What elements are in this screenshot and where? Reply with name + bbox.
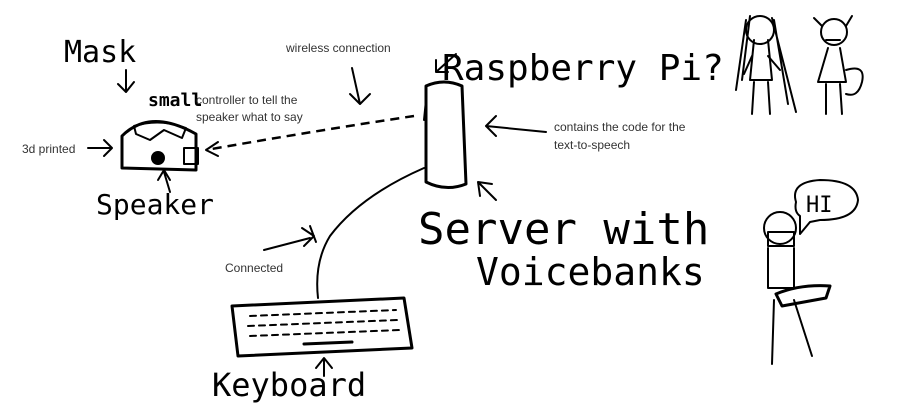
mask-drawing [120, 120, 199, 172]
keyboard-drawing [230, 296, 414, 358]
3d-printed-label: 3d printed [22, 142, 75, 156]
server-pointer-arrow [485, 115, 547, 137]
speech-bubble-text: HI [806, 193, 833, 218]
keyboard-arrow [315, 357, 333, 377]
speech-bubble [794, 179, 859, 235]
server-edge-mark [423, 99, 427, 121]
small-label: small [148, 90, 202, 111]
3d-printed-arrow [87, 139, 113, 157]
speaker-label: Speaker [96, 188, 214, 221]
contains-code-label-line2: text-to-speech [554, 138, 630, 152]
connected-arrow [263, 225, 317, 251]
mask-arrow [117, 69, 135, 93]
wireless-connection-label: wireless connection [285, 41, 391, 55]
character-left [735, 15, 797, 115]
person-drawing [763, 211, 832, 365]
server-label-arrow [477, 181, 497, 201]
connected-label: Connected [225, 261, 283, 275]
mask-label: Mask [64, 35, 136, 70]
controller-label-line1: controller to tell the [196, 93, 298, 107]
wireless-link-arrowhead [205, 141, 219, 157]
controller-label-line2: speaker what to say [196, 110, 303, 124]
raspberry-arrow [435, 53, 457, 73]
server-label-line1: Server with [418, 204, 709, 255]
contains-code-label-line1: contains the code for the [554, 120, 686, 134]
character-right [813, 15, 864, 115]
wireless-link [205, 114, 415, 152]
server-label-line2: Voicebanks [476, 250, 705, 294]
server-box [424, 80, 468, 189]
keyboard-label: Keyboard [212, 366, 366, 404]
raspberry-pi-label: Raspberry Pi? [442, 48, 724, 89]
wireless-arrow [349, 67, 371, 105]
keyboard-cable [316, 167, 425, 299]
